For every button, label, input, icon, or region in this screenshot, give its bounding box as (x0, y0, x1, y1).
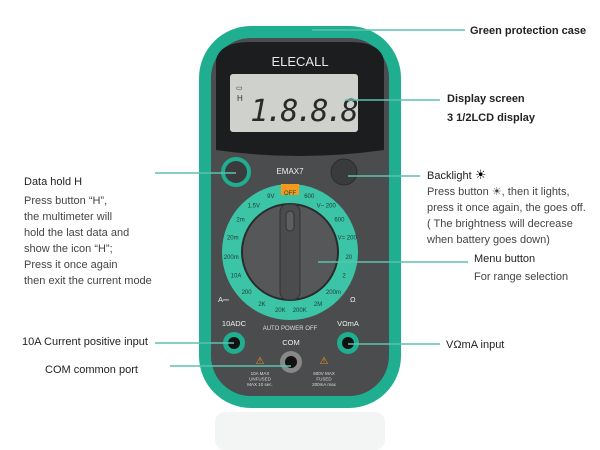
dial-label: V= 200 (338, 236, 358, 242)
display-label: Display screen (447, 93, 525, 105)
warning-text: MAX 10 sec. (247, 382, 273, 387)
hold-line: Press it once again (24, 259, 118, 271)
warning-text: 600V MAX (313, 371, 335, 376)
lcd-reading: 1.8.8.8 (250, 94, 357, 129)
menu-sublabel: For range selection (474, 271, 569, 283)
dial-label: 200m (326, 290, 341, 296)
model-logo: EMAX7 (276, 167, 304, 176)
hold-annotation: Data hold H Press button “H”, the multim… (24, 174, 152, 289)
dial-label: 200m (224, 255, 239, 261)
hold-title: Data hold H (24, 176, 83, 188)
reflection (215, 412, 385, 450)
warning-text: FUSED (316, 377, 332, 382)
dial-label: 9V (267, 194, 274, 200)
jack-label-10adc: 10ADC (222, 319, 247, 328)
ohm-symbol: Ω (350, 295, 356, 304)
backlight-line: when battery goes down) (427, 234, 550, 246)
dial-label: 2 (342, 274, 346, 280)
a10-label: 10A Current positive input (22, 336, 148, 348)
vma-label: VΩmA input (446, 339, 505, 351)
display-sublabel: 3 1/2LCD display (447, 112, 536, 124)
case-label: Green protection case (470, 25, 587, 37)
warning-text: UNFUSED (249, 377, 272, 382)
dial-label: 20m (227, 236, 239, 242)
dial-label: 600 (334, 218, 345, 224)
battery-icon: ▭ (236, 85, 243, 92)
warning-icon-left: ⚠ (256, 356, 265, 367)
backlight-button[interactable] (330, 158, 358, 186)
backlight-line: press it once again, the goes off. (427, 202, 586, 214)
leader-lines (155, 29, 468, 367)
dial-label: V~ 200 (317, 203, 337, 209)
amp-symbol: A⎓ (218, 295, 230, 304)
brand-logo: ELECALL (271, 54, 328, 69)
warning-text: 200mA max (312, 382, 337, 387)
hold-line: show the icon “H”; (24, 243, 113, 255)
hold-button[interactable] (225, 161, 247, 183)
dial-label: OFF (284, 191, 296, 197)
dial-label: 20 (345, 255, 352, 261)
dial-label: 600 (304, 194, 315, 200)
dial-label: 2m (236, 218, 244, 224)
dial-label: 1.5V (248, 203, 260, 209)
dial-label: 200 (242, 290, 253, 296)
jack-label-vma: VΩmA (337, 319, 359, 328)
hold-line: the multimeter will (24, 211, 113, 223)
jack-label-com: COM (282, 338, 300, 347)
menu-label: Menu button (474, 253, 536, 265)
sun-icon: ☀ (474, 167, 487, 182)
dial-label: 2K (258, 302, 265, 308)
backlight-annotation: Backlight ☀ Press button ☀, then it ligh… (427, 167, 586, 248)
hold-icon: H (237, 94, 243, 103)
hold-line: then exit the current mode (24, 275, 152, 287)
knob-pointer (285, 210, 295, 232)
knob-handle[interactable] (279, 203, 301, 301)
warning-icon-right: ⚠ (320, 356, 329, 367)
hold-line: Press button “H”, (24, 195, 108, 207)
backlight-title: Backlight (427, 170, 472, 182)
backlight-line: Press button ☀, then it lights, (427, 186, 570, 198)
hold-line: hold the last data and (24, 227, 130, 239)
backlight-line: ( The brightness will decrease (427, 218, 573, 230)
auto-power-off-label: AUTO POWER OFF (263, 326, 318, 332)
dial-label: 2M (314, 302, 322, 308)
com-label: COM common port (45, 364, 138, 376)
warning-text: 10A MAX (251, 371, 270, 376)
dial-label: 200K (293, 308, 307, 314)
dial-label: 10A (231, 274, 242, 280)
lcd-screen (230, 74, 358, 132)
off-position (281, 184, 299, 195)
dial-label: 20K (275, 308, 286, 314)
